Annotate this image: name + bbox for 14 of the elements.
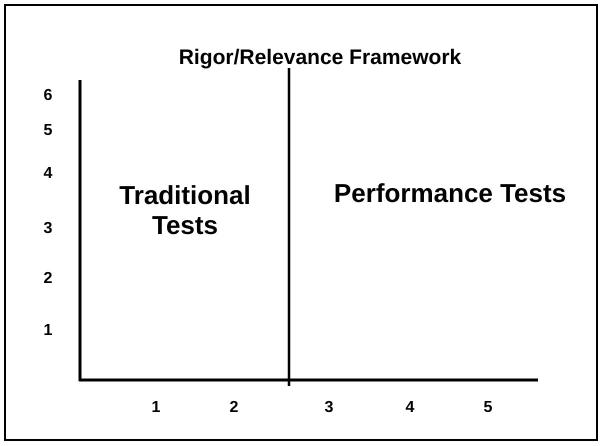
y-tick-label: 4 (42, 164, 54, 184)
title: Rigor/Relevance Framework (178, 45, 462, 71)
region-label: Traditional Tests (118, 180, 252, 240)
x-tick-label: 3 (324, 398, 334, 418)
x-tick-label: 4 (404, 398, 416, 418)
x-tick-label: 5 (482, 398, 494, 418)
y-tick-label: 2 (42, 269, 54, 289)
y-tick-label: 5 (42, 121, 54, 141)
y-tick-label: 6 (42, 86, 54, 106)
x-tick-label: 2 (228, 398, 240, 418)
y-tick-label: 3 (42, 219, 54, 239)
region-label: Performance Tests (332, 178, 568, 208)
y-tick-label: 1 (42, 321, 54, 341)
x-tick-label: 1 (150, 398, 162, 418)
